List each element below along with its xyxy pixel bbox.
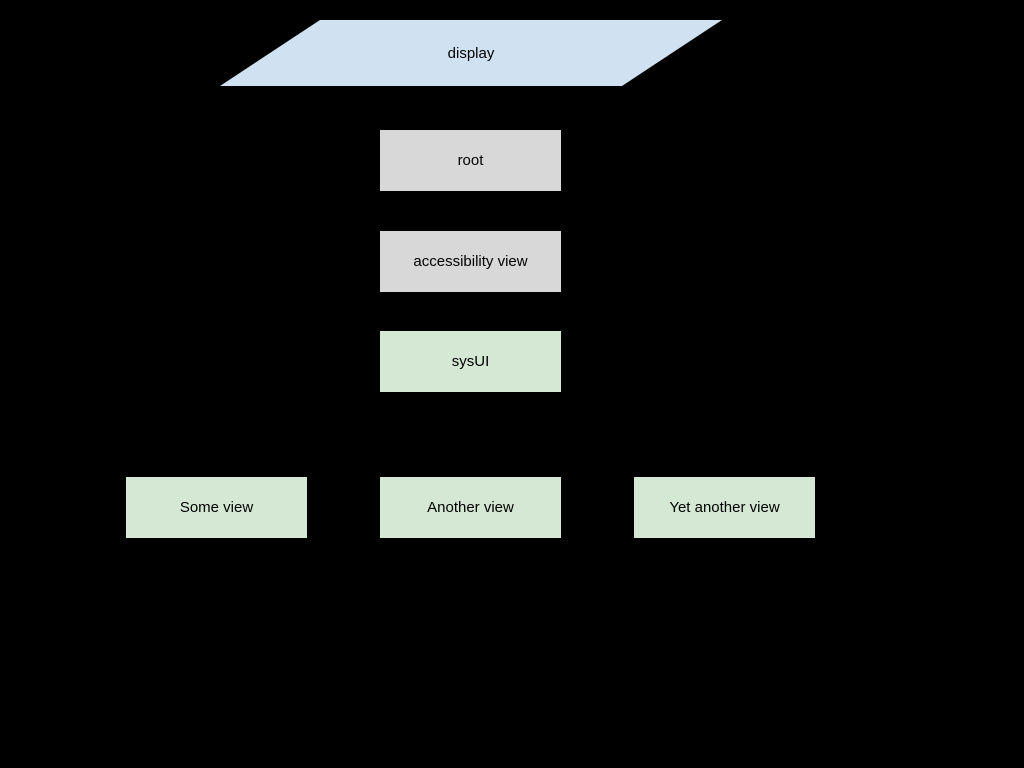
node-another-view-label: Another view xyxy=(427,498,514,516)
node-display[interactable]: display xyxy=(220,20,722,86)
node-root[interactable]: root xyxy=(380,130,561,191)
node-root-label: root xyxy=(457,151,484,169)
parallelogram-shape xyxy=(220,20,722,86)
node-sysui[interactable]: sysUI xyxy=(380,331,561,392)
node-accessibility-view[interactable]: accessibility view xyxy=(380,231,561,292)
node-accessibility-view-label: accessibility view xyxy=(413,252,528,270)
node-display-label: display xyxy=(447,44,495,62)
node-yet-another-view-label: Yet another view xyxy=(669,498,780,516)
node-some-view[interactable]: Some view xyxy=(126,477,307,538)
node-some-view-label: Some view xyxy=(179,498,254,516)
node-yet-another-view[interactable]: Yet another view xyxy=(634,477,815,538)
node-another-view[interactable]: Another view xyxy=(380,477,561,538)
node-sysui-label: sysUI xyxy=(451,352,490,370)
